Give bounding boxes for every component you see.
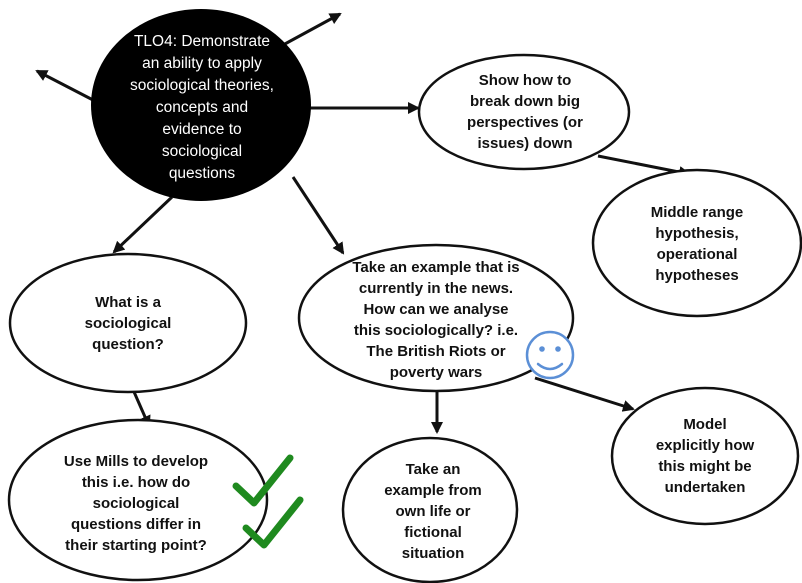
node-own-life-shape — [341, 436, 519, 583]
node-model-shape — [610, 386, 800, 526]
smiley-icon — [525, 330, 575, 380]
arrow-tlo4-left — [35, 69, 94, 102]
node-model-text: Model explicitly how this might be under… — [655, 416, 755, 496]
arrow-tlo4-to-news — [291, 176, 345, 255]
node-news-text: Take an example that is currently in the… — [352, 259, 520, 381]
node-mills-text: Use Mills to develop this i.e. how do so… — [63, 452, 209, 554]
node-break-down-text: Show how to break down big perspectives … — [467, 72, 583, 152]
arrow-news-to-model — [534, 376, 635, 412]
node-mills-shape — [7, 418, 269, 582]
node-what-is-text: What is a sociological question? — [84, 293, 172, 353]
node-own-life-text: Take an example from own life or fiction… — [384, 460, 482, 562]
node-middle-range-shape — [591, 168, 802, 318]
arrow-tlo4-top-right — [282, 12, 342, 47]
node-break-down-shape — [417, 53, 631, 171]
arrow-tlo4-to-what-is — [112, 195, 174, 254]
node-what-is-shape — [8, 252, 248, 394]
node-tlo4-shape — [91, 9, 311, 201]
node-news-shape — [297, 243, 575, 393]
node-tlo4-text: TLO4: Demonstrate an ability to apply so… — [130, 33, 274, 182]
checkmark-icon — [232, 454, 294, 507]
checkmark-icon — [242, 496, 304, 549]
node-middle-range-text: Middle range hypothesis, operational hyp… — [650, 204, 744, 284]
